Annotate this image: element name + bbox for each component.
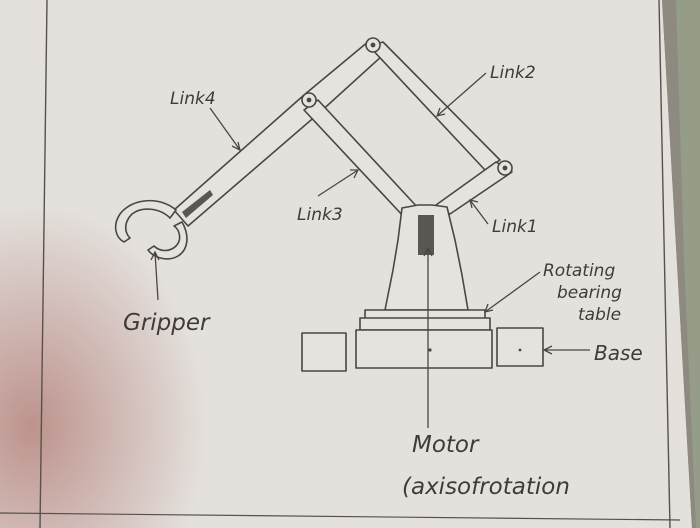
label-link3: Link3 [297, 205, 343, 225]
base-block-left [302, 333, 346, 371]
label-link1: Link1 [492, 217, 538, 237]
label-gripper: Gripper [123, 310, 211, 336]
bearing-table [360, 318, 490, 330]
joint-top-pin [371, 43, 376, 48]
base-block-right [497, 328, 543, 366]
joint-mid-pin [307, 98, 312, 103]
joint-elbow-pin [503, 166, 508, 171]
base-main [356, 330, 492, 368]
label-rotating-1: Rotating [543, 261, 615, 281]
label-base: Base [594, 341, 643, 365]
label-link2: Link2 [490, 63, 536, 83]
label-rotating-3: table [578, 305, 621, 325]
base-dot [428, 348, 431, 351]
base-block-right-dot [519, 349, 522, 352]
label-axis-of-rotation: (axisofrotation [402, 474, 570, 500]
label-link4: Link4 [170, 89, 216, 109]
label-rotating-2: bearing [557, 283, 622, 303]
label-motor: Motor [412, 432, 480, 458]
motor [418, 215, 434, 255]
